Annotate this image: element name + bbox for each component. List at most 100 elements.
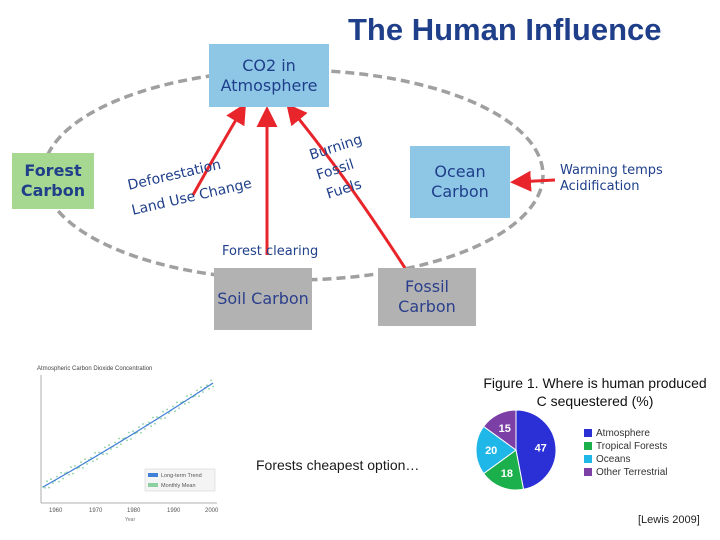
monthly-point <box>46 480 48 483</box>
legend-label: Other Terrestrial <box>596 467 668 478</box>
small-tick-2000: 2000 <box>205 508 219 514</box>
small-chart-svg: Long-term Trend Monthly Mean 1960 1970 1… <box>40 375 219 523</box>
monthly-point <box>84 458 86 460</box>
monthly-point <box>74 465 76 467</box>
monthly-point <box>70 466 72 468</box>
monthly-point <box>152 416 154 419</box>
pie-legend-tropical-forests: Tropical Forests <box>584 441 667 452</box>
monthly-point <box>140 432 142 434</box>
monthly-point <box>172 405 174 408</box>
legend-label: Tropical Forests <box>596 441 668 452</box>
monthly-point <box>96 458 98 461</box>
monthly-point <box>102 453 104 456</box>
small-legend-trend: Long-term Trend <box>161 473 202 479</box>
legend-swatch <box>584 455 592 464</box>
pie-slice-tropical-forests <box>482 449 525 491</box>
monthly-point <box>52 482 54 484</box>
monthly-point <box>164 417 166 419</box>
arrow-burning-fossil-fuels <box>286 103 407 269</box>
monthly-point <box>50 478 52 481</box>
monthly-point <box>106 452 108 455</box>
small-tick-1970: 1970 <box>89 508 103 514</box>
monthly-point <box>62 477 64 480</box>
pie-slice-other-terrestrial <box>482 409 517 451</box>
monthly-point <box>202 391 204 393</box>
legend-swatch <box>584 468 592 477</box>
monthly-point <box>196 389 198 392</box>
monthly-point <box>116 446 118 449</box>
monthly-point <box>208 388 210 390</box>
monthly-point <box>142 423 144 425</box>
pie-slice-atmosphere <box>515 409 557 490</box>
monthly-point <box>144 428 146 430</box>
monthly-point <box>210 379 212 382</box>
pie-chart-title: Figure 1. Where is human produced C sequ… <box>483 375 707 410</box>
citation: [Lewis 2009] <box>638 514 700 526</box>
small-xlabel: Year <box>125 517 135 523</box>
pie-legend-atmosphere: Atmosphere <box>584 428 650 439</box>
page-title: The Human Influence <box>348 12 662 47</box>
monthly-point <box>44 487 46 489</box>
co2-atmosphere-box: CO2 in Atmosphere <box>209 44 329 107</box>
monthly-point <box>120 443 122 446</box>
monthly-point <box>130 438 132 440</box>
arrow-warming-ocean <box>510 170 556 192</box>
monthly-point <box>156 416 158 418</box>
small-chart-title: Atmospheric Carbon Dioxide Concentration <box>37 366 153 372</box>
monthly-point <box>72 472 74 475</box>
monthly-point <box>138 426 140 429</box>
monthly-point <box>56 475 58 478</box>
label-forest-clearing: Forest clearing <box>222 244 319 259</box>
warming-note: Warming temps Acidification <box>560 163 663 194</box>
pie-slice-oceans <box>475 425 517 475</box>
monthly-point <box>60 471 62 474</box>
monthly-point <box>58 480 60 483</box>
monthly-point <box>200 386 202 388</box>
legend-label: Atmosphere <box>596 428 650 439</box>
co2-series <box>42 379 214 489</box>
monthly-point <box>80 461 82 463</box>
monthly-point <box>94 452 96 454</box>
co2-concentration-chart: Atmospheric Carbon Dioxide Concentration… <box>35 365 223 523</box>
fossil-carbon-box: Fossil Carbon <box>378 268 476 326</box>
monthly-point <box>186 395 188 397</box>
warming-line-1: Warming temps <box>560 163 663 178</box>
monthly-point <box>86 463 88 465</box>
small-tick-1960: 1960 <box>49 508 63 514</box>
pie-legend-oceans: Oceans <box>584 454 630 465</box>
monthly-point <box>126 439 128 442</box>
monthly-point <box>104 446 106 449</box>
monthly-point <box>82 467 84 469</box>
monthly-point <box>132 430 134 433</box>
monthly-point <box>150 425 152 427</box>
arrow-deforestation <box>191 102 247 196</box>
monthly-point <box>92 460 94 463</box>
monthly-point <box>188 401 190 404</box>
monthly-point <box>166 408 168 411</box>
monthly-point <box>184 403 186 405</box>
small-tick-1990: 1990 <box>167 508 181 514</box>
legend-swatch <box>584 429 592 438</box>
monthly-point <box>98 451 100 454</box>
forest-carbon-box: Forest Carbon <box>12 153 94 209</box>
monthly-point <box>108 444 110 447</box>
pie-label-tropical-forests: 18 <box>501 468 513 480</box>
monthly-point <box>90 456 92 459</box>
monthly-point <box>110 448 112 450</box>
monthly-point <box>154 422 156 425</box>
monthly-point <box>178 407 180 409</box>
monthly-point <box>114 441 116 444</box>
monthly-point <box>174 410 176 413</box>
small-legend-monthly: Monthly Mean <box>161 483 196 489</box>
monthly-point <box>212 385 214 388</box>
pie-label-other-terrestrial: 15 <box>499 423 511 435</box>
soil-carbon-box: Soil Carbon <box>214 268 312 330</box>
warming-line-2: Acidification <box>560 178 640 194</box>
trend-line <box>42 382 214 488</box>
monthly-point <box>168 412 170 414</box>
monthly-point <box>206 384 208 387</box>
monthly-point <box>162 410 164 413</box>
pie-label-atmosphere: 47 <box>535 443 547 455</box>
monthly-point <box>128 431 130 434</box>
